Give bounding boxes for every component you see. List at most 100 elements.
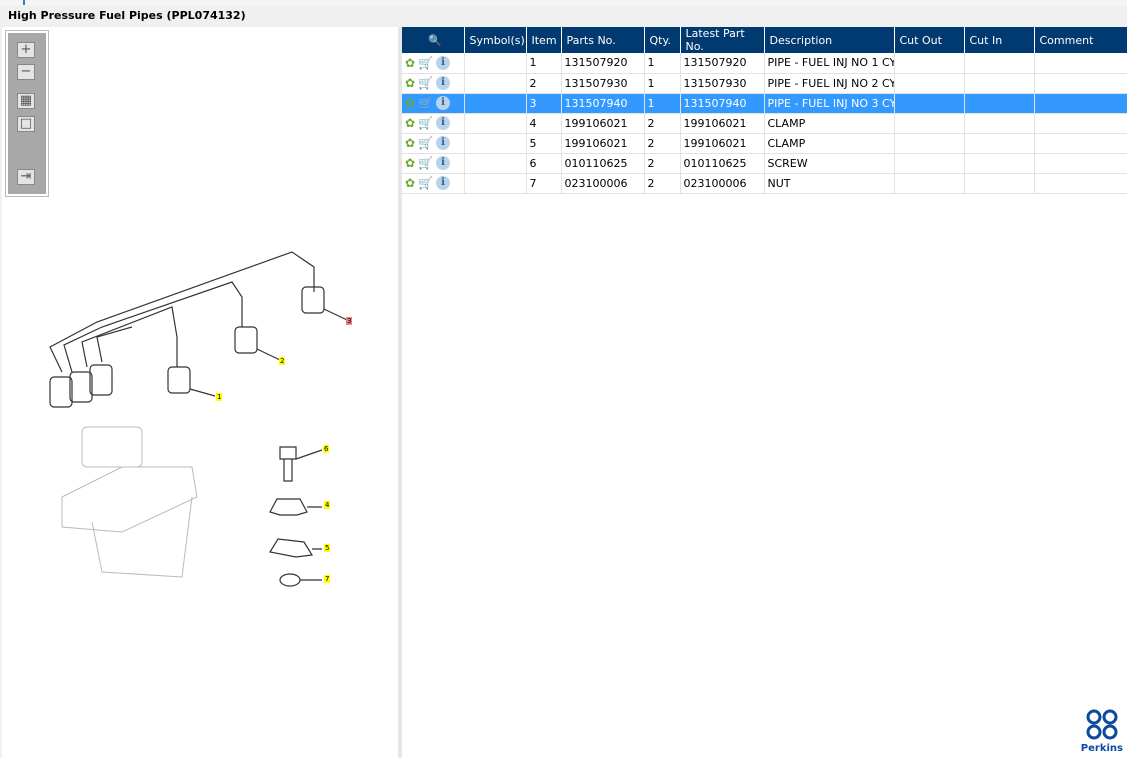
info-icon[interactable]: i	[436, 55, 451, 70]
item-cell: 2	[526, 73, 562, 94]
qty-cell: 2	[644, 113, 681, 134]
table-row[interactable]: ✿🛒i 1 131507920 1 131507920 PIPE - FUEL …	[402, 53, 1127, 74]
search-view-icon[interactable]: 🔍	[402, 27, 465, 53]
column-header[interactable]: Qty.	[644, 27, 681, 53]
info-icon[interactable]: i	[436, 96, 451, 110]
column-header[interactable]: Cut In	[964, 27, 1035, 53]
column-header[interactable]: Symbol(s)	[464, 27, 527, 53]
table-row[interactable]: ✿🛒i 7 023100006 2 023100006 NUT	[402, 173, 1127, 194]
info-icon[interactable]: i	[436, 116, 451, 130]
column-header[interactable]: Description	[764, 27, 895, 53]
gear-icon[interactable]: ✿	[405, 116, 416, 130]
row-actions: ✿🛒i	[402, 73, 465, 94]
comment-cell	[1034, 93, 1127, 114]
actual-size-icon[interactable]: □	[17, 116, 35, 132]
cart-icon[interactable]: 🛒	[418, 55, 434, 70]
comment-cell	[1034, 133, 1127, 154]
cut-out-cell	[894, 133, 965, 154]
qty-cell: 1	[644, 93, 681, 114]
cut-out-cell	[894, 173, 965, 194]
callout-7[interactable]: 7	[324, 575, 331, 583]
gear-icon[interactable]: ✿	[405, 96, 416, 110]
latest-part-cell: 131507930	[680, 73, 765, 94]
zoom-out-icon[interactable]: −	[17, 64, 35, 80]
description-cell: SCREW	[764, 153, 895, 174]
column-header[interactable]: Item	[526, 27, 562, 53]
row-actions: ✿🛒i	[402, 113, 465, 134]
cut-in-cell	[964, 113, 1035, 134]
cart-icon[interactable]: 🛒	[418, 156, 434, 170]
callout-2[interactable]: 2	[279, 357, 286, 365]
top-strip	[0, 0, 1127, 6]
exploded-diagram	[49, 251, 348, 587]
cut-in-cell	[964, 153, 1035, 174]
part-number-cell: 199106021	[561, 113, 645, 134]
part-number-cell: 131507940	[561, 93, 645, 114]
column-header[interactable]: Latest Part No.	[680, 27, 765, 53]
gear-icon[interactable]: ✿	[405, 76, 416, 90]
gear-icon[interactable]: ✿	[405, 156, 416, 170]
symbols-cell	[464, 133, 527, 154]
diagram-toolbar: + − ▦ □ ⇥	[5, 30, 49, 197]
symbols-cell	[464, 73, 527, 94]
column-header[interactable]: Parts No.	[561, 27, 645, 53]
diagram-panel[interactable]: + − ▦ □ ⇥ 1 2 3 4 5	[2, 27, 398, 758]
comment-cell	[1034, 113, 1127, 134]
row-actions: ✿🛒i	[402, 133, 465, 154]
description-cell: PIPE - FUEL INJ NO 2 CYL	[764, 73, 895, 94]
table-row[interactable]: ✿🛒i 2 131507930 1 131507930 PIPE - FUEL …	[402, 73, 1127, 94]
cart-icon[interactable]: 🛒	[418, 76, 434, 90]
cut-out-cell	[894, 93, 965, 114]
latest-part-cell: 131507920	[680, 53, 765, 74]
cut-out-cell	[894, 153, 965, 174]
info-icon[interactable]: i	[436, 136, 451, 150]
gear-icon[interactable]: ✿	[405, 136, 416, 150]
callout-4[interactable]: 4	[324, 501, 331, 509]
qty-cell: 2	[644, 173, 681, 194]
callout-1[interactable]: 1	[216, 393, 223, 401]
column-header[interactable]: Cut Out	[894, 27, 965, 53]
callout-5[interactable]: 5	[324, 544, 331, 552]
export-icon[interactable]: ⇥	[17, 169, 35, 185]
info-icon[interactable]: i	[436, 76, 451, 90]
cut-in-cell	[964, 173, 1035, 194]
gear-icon[interactable]: ✿	[405, 55, 416, 70]
part-number-cell: 199106021	[561, 133, 645, 154]
row-actions: ✿🛒i	[402, 93, 465, 114]
description-cell: PIPE - FUEL INJ NO 1 CYL	[764, 53, 895, 74]
cart-icon[interactable]: 🛒	[418, 96, 434, 110]
table-row[interactable]: ✿🛒i 6 010110625 2 010110625 SCREW	[402, 153, 1127, 174]
cut-in-cell	[964, 53, 1035, 74]
callout-6[interactable]: 6	[323, 445, 330, 453]
cart-icon[interactable]: 🛒	[418, 136, 434, 150]
column-header[interactable]: Comment	[1034, 27, 1127, 53]
cut-out-cell	[894, 73, 965, 94]
table-row[interactable]: ✿🛒i 3 131507940 1 131507940 PIPE - FUEL …	[402, 93, 1127, 114]
qty-cell: 1	[644, 73, 681, 94]
part-number-cell: 010110625	[561, 153, 645, 174]
latest-part-cell: 131507940	[680, 93, 765, 114]
part-number-cell: 131507930	[561, 73, 645, 94]
table-row[interactable]: ✿🛒i 4 199106021 2 199106021 CLAMP	[402, 113, 1127, 134]
panel-splitter[interactable]	[398, 27, 402, 758]
qty-cell: 1	[644, 53, 681, 74]
comment-cell	[1034, 73, 1127, 94]
fit-to-window-icon[interactable]: ▦	[17, 93, 35, 109]
info-icon[interactable]: i	[436, 156, 451, 170]
description-cell: PIPE - FUEL INJ NO 3 CYL	[764, 93, 895, 114]
cart-icon[interactable]: 🛒	[418, 116, 434, 130]
symbols-cell	[464, 53, 527, 74]
cut-out-cell	[894, 53, 965, 74]
page-title: High Pressure Fuel Pipes (PPL074132)	[8, 9, 246, 22]
part-number-cell: 023100006	[561, 173, 645, 194]
description-cell: CLAMP	[764, 113, 895, 134]
callout-3[interactable]: 3	[346, 317, 353, 325]
cart-icon[interactable]: 🛒	[418, 176, 434, 190]
cut-in-cell	[964, 93, 1035, 114]
info-icon[interactable]: i	[436, 176, 451, 190]
zoom-in-icon[interactable]: +	[17, 42, 35, 58]
item-cell: 4	[526, 113, 562, 134]
table-row[interactable]: ✿🛒i 5 199106021 2 199106021 CLAMP	[402, 133, 1127, 154]
gear-icon[interactable]: ✿	[405, 176, 416, 190]
